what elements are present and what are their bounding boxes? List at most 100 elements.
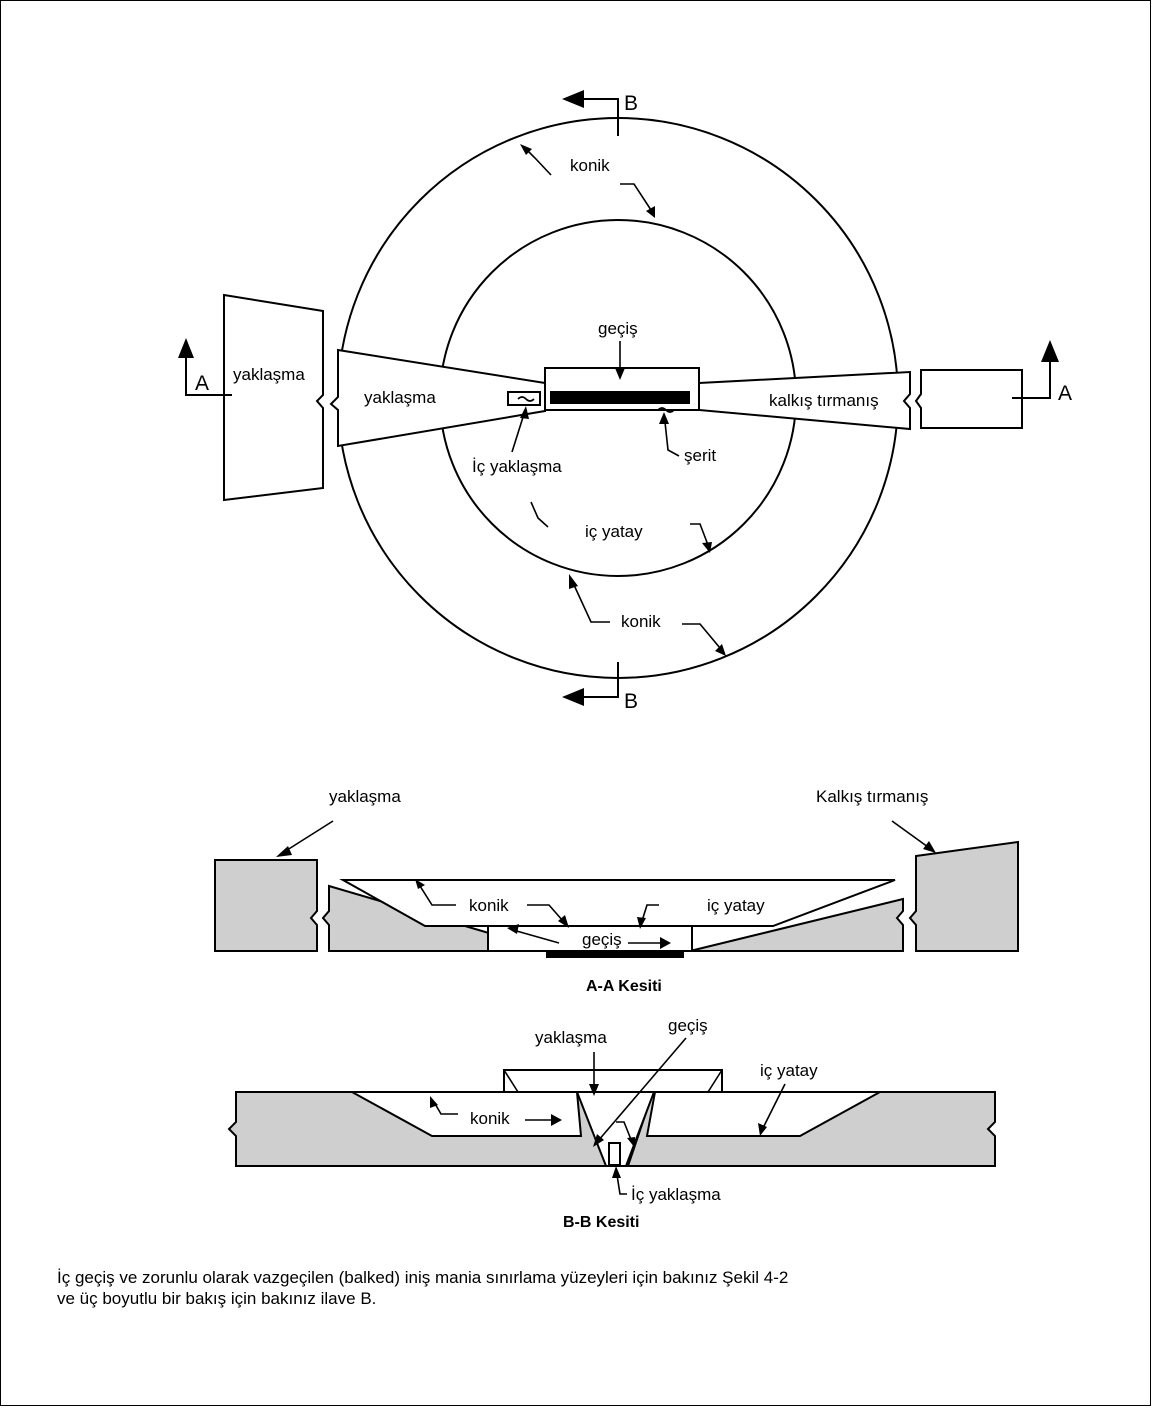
- bb-leader-ic-yaklasma: [616, 1174, 627, 1195]
- arrow-right-icon: [551, 1114, 562, 1126]
- leader-ic-yatay-left: [530, 501, 549, 528]
- aa-leader-konik-left: [419, 885, 456, 906]
- bb-leader-ic-yatay: [762, 1083, 786, 1129]
- bb-label-ic-yaklasma: İç yaklaşma: [631, 1185, 721, 1204]
- aa-leader-kalkis: [891, 820, 929, 848]
- inner-approach-box: [507, 391, 541, 406]
- arrow-icon: [758, 1123, 767, 1136]
- aa-leader-yaklasma: [283, 820, 334, 853]
- bb-left-pocket: [351, 1091, 583, 1137]
- arrow-icon: [627, 1137, 635, 1148]
- bb-caption: B-B Kesiti: [563, 1214, 639, 1231]
- arrow-icon: [430, 1096, 438, 1108]
- section-b-top-marker: [582, 98, 619, 136]
- label-konik-top: konik: [570, 156, 610, 175]
- aa-climb-block: [908, 840, 1019, 952]
- arrow-icon: [415, 879, 425, 889]
- aa-label-kalkis: Kalkış tırmanış: [816, 787, 928, 806]
- label-ic-yaklasma: İç yaklaşma: [472, 457, 562, 476]
- arrow-icon: [520, 144, 532, 155]
- aa-leader-gecis-left: [512, 929, 560, 944]
- arrow-icon: [923, 841, 936, 853]
- arrow-up-icon: [659, 412, 669, 424]
- bb-label-ic-yatay: iç yatay: [760, 1061, 818, 1080]
- aa-runway: [546, 951, 684, 958]
- arrow-down-icon: [589, 1084, 599, 1096]
- arrow-left-icon: [562, 688, 584, 706]
- section-a-left-letter: A: [195, 372, 209, 395]
- leader-ic-yaklasma: [511, 413, 525, 453]
- aa-leader-konik-right: [527, 904, 564, 922]
- arrow-right-icon: [660, 937, 671, 949]
- aa-label-konik: konik: [469, 896, 509, 915]
- bb-label-gecis: geçiş: [668, 1016, 708, 1035]
- runway-tilde-icon: [657, 407, 675, 413]
- label-kalkis-tirmanis: kalkış tırmanış: [769, 391, 879, 410]
- footnote-line-1: İç geçiş ve zorunlu olarak vazgeçilen (b…: [57, 1268, 789, 1287]
- aa-caption: A-A Kesiti: [586, 978, 662, 995]
- arrow-left-icon: [562, 90, 584, 108]
- arrow-up-icon: [612, 1166, 621, 1178]
- arrow-icon: [646, 206, 655, 218]
- bb-leader-konik-left: [433, 1101, 458, 1115]
- leader-konik-top-left: [526, 149, 552, 176]
- arrow-icon: [276, 846, 292, 857]
- aa-label-gecis: geçiş: [582, 930, 622, 949]
- bb-label-konik: konik: [470, 1109, 510, 1128]
- label-gecis: geçiş: [598, 319, 638, 338]
- leader-serit: [664, 421, 680, 457]
- arrow-icon: [715, 644, 726, 656]
- bb-leader-gecis-2: [616, 1121, 633, 1143]
- footnote: İç geçiş ve zorunlu olarak vazgeçilen (b…: [57, 1267, 957, 1309]
- arrow-up-icon: [178, 338, 194, 358]
- arrow-icon: [702, 542, 712, 553]
- approach-outer-trapezoid: [223, 293, 324, 502]
- bb-approach-top-slope-right: [707, 1069, 723, 1093]
- aa-label-ic-yatay: iç yatay: [707, 896, 765, 915]
- label-yaklasma-inner: yaklaşma: [364, 388, 436, 407]
- bb-approach-top: [503, 1069, 723, 1093]
- label-konik-bottom: konik: [621, 612, 661, 631]
- aa-conical-surface: [339, 879, 896, 927]
- runway-strip: [550, 391, 690, 404]
- leader-konik-bottom-left: [573, 584, 610, 623]
- arrow-up-icon: [1041, 340, 1059, 362]
- arrow-icon: [558, 915, 569, 928]
- bb-right-pocket: [645, 1091, 881, 1137]
- section-a-right-marker: [1012, 360, 1051, 399]
- leader-konik-top-right: [620, 183, 652, 211]
- aa-leader-ic-yatay: [641, 904, 659, 922]
- bb-inner-approach-box: [608, 1142, 621, 1166]
- arrow-down-icon: [615, 368, 625, 380]
- arrow-icon: [637, 917, 646, 929]
- section-b-bottom-letter: B: [624, 690, 638, 713]
- plan-view: A A B B konik geçiş yaklaşma yaklaşma ka…: [178, 90, 1072, 713]
- leader-konik-bottom-right: [682, 623, 721, 649]
- footnote-line-2: ve üç boyutlu bir bakış için bakınız ila…: [57, 1289, 377, 1308]
- inner-approach-tilde-icon: [517, 396, 535, 402]
- label-serit: şerit: [684, 446, 716, 465]
- takeoff-climb-end-rect: [914, 369, 1023, 429]
- bb-label-yaklasma: yaklaşma: [535, 1028, 607, 1047]
- aa-transition-box: [487, 925, 693, 952]
- arrow-icon: [593, 1134, 604, 1147]
- section-b-bottom-marker: [582, 662, 619, 698]
- takeoff-climb-funnel: [698, 370, 911, 431]
- aa-label-yaklasma: yaklaşma: [329, 787, 401, 806]
- arrow-icon: [569, 574, 578, 589]
- bb-approach-top-slope-left: [503, 1069, 519, 1093]
- section-a-left-marker: [185, 356, 232, 396]
- section-a-right-letter: A: [1058, 382, 1072, 405]
- leader-ic-yatay-right: [690, 523, 709, 546]
- bb-leader-gecis: [597, 1037, 687, 1142]
- label-ic-yatay: iç yatay: [585, 522, 643, 541]
- section-aa: yaklaşma Kalkış tırmanış konik iç yatay …: [214, 787, 1019, 995]
- section-bb: yaklaşma geçiş iç yatay konik İç yaklaşm…: [227, 1016, 996, 1231]
- arrow-up-icon: [520, 406, 529, 419]
- label-yaklasma-outer: yaklaşma: [233, 365, 305, 384]
- aa-approach-block: [214, 859, 318, 952]
- section-b-top-letter: B: [624, 92, 638, 115]
- arrow-icon: [507, 924, 519, 934]
